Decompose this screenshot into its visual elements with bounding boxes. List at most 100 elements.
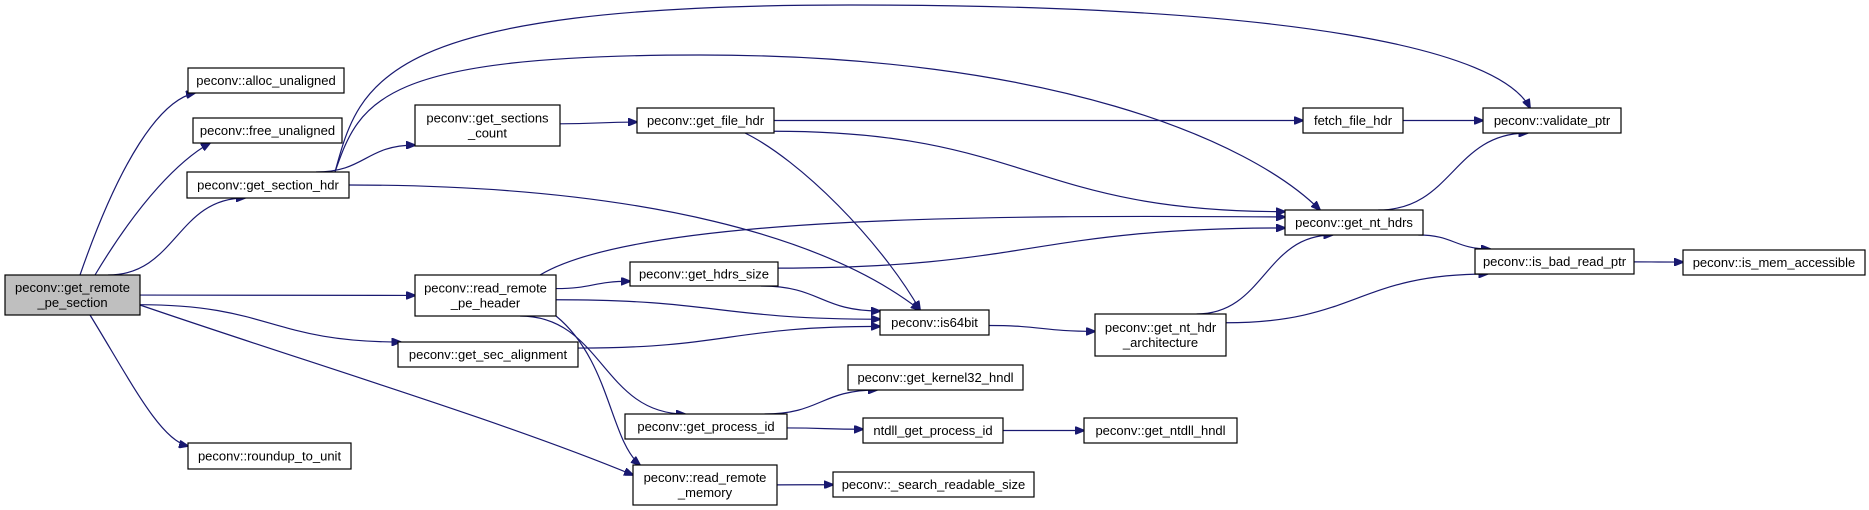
edge-ntarch-to-badread	[1225, 274, 1487, 324]
node-ntdllpid[interactable]: ntdll_get_process_id	[862, 417, 1004, 444]
node-ntdllhndl[interactable]: peconv::get_ntdll_hndl	[1083, 417, 1238, 444]
edge-nthdrs-to-badread	[1418, 234, 1490, 249]
node-label: _pe_header	[450, 296, 521, 311]
node-box[interactable]	[636, 107, 775, 134]
node-fetch[interactable]: fetch_file_hdr	[1302, 107, 1404, 134]
node-label: peconv::read_remote	[424, 281, 547, 296]
node-root[interactable]: peconv::get_remote_pe_section	[4, 274, 141, 316]
edge-root-to-readmem	[139, 304, 633, 475]
node-label: peconv::is_bad_read_ptr	[1483, 254, 1627, 269]
node-is64[interactable]: peconv::is64bit	[879, 309, 990, 336]
node-box[interactable]	[879, 309, 990, 336]
node-label: peconv::get_sections	[426, 111, 549, 126]
node-box[interactable]	[632, 464, 778, 506]
node-box[interactable]	[4, 274, 141, 316]
node-box[interactable]	[624, 413, 788, 440]
edge-ntarch-to-nthdrs	[1196, 235, 1333, 315]
node-label: _memory	[677, 485, 733, 500]
edge-seccount-to-filehdr	[559, 122, 637, 124]
node-label: peconv::get_remote	[15, 280, 130, 295]
node-alloc[interactable]: peconv::alloc_unaligned	[187, 67, 345, 94]
node-label: peconv::get_process_id	[637, 419, 774, 434]
node-procid[interactable]: peconv::get_process_id	[624, 413, 788, 440]
node-label: _pe_section	[36, 295, 107, 310]
node-kernel32[interactable]: peconv::get_kernel32_hndl	[847, 364, 1024, 391]
node-label: peconv::validate_ptr	[1494, 113, 1611, 128]
node-secalign[interactable]: peconv::get_sec_alignment	[397, 341, 579, 368]
node-label: peconv::roundup_to_unit	[198, 449, 342, 464]
edge-filehdr-to-is64	[744, 132, 920, 310]
node-box[interactable]	[1083, 417, 1238, 444]
node-box[interactable]	[397, 341, 579, 368]
node-label: ntdll_get_process_id	[873, 423, 992, 438]
edge-readhdr-to-nthdrs	[539, 216, 1285, 276]
node-validate[interactable]: peconv::validate_ptr	[1482, 107, 1622, 134]
node-badread[interactable]: peconv::is_bad_read_ptr	[1474, 248, 1635, 275]
edge-sechdr-to-nthdrs	[334, 54, 1320, 210]
edge-sechdr-to-validate	[334, 4, 1530, 173]
node-sechdr[interactable]: peconv::get_section_hdr	[186, 171, 350, 199]
node-label: peconv::get_nt_hdrs	[1295, 215, 1413, 230]
edge-sechdr-to-seccount	[315, 145, 415, 173]
node-label: _architecture	[1122, 335, 1198, 350]
node-nthdrs[interactable]: peconv::get_nt_hdrs	[1284, 209, 1424, 236]
node-label: peconv::is64bit	[891, 315, 978, 330]
node-filehdr[interactable]: peconv::get_file_hdr	[636, 107, 775, 134]
edge-secalign-to-is64	[577, 326, 880, 349]
edge-root-to-roundup	[89, 314, 188, 446]
node-box[interactable]	[862, 417, 1004, 444]
edge-hdrssize-to-is64	[761, 285, 880, 311]
edge-root-to-secalign	[139, 304, 401, 342]
node-label: peconv::get_kernel32_hndl	[857, 370, 1013, 385]
node-seccount[interactable]: peconv::get_sections_count	[414, 104, 561, 147]
node-box[interactable]	[192, 117, 343, 144]
node-box[interactable]	[414, 274, 557, 317]
edges-layer	[79, 4, 1683, 485]
node-memacc[interactable]: peconv::is_mem_accessible	[1682, 249, 1866, 276]
edge-hdrssize-to-nthdrs	[777, 228, 1285, 269]
node-label: peconv::_search_readable_size	[842, 477, 1026, 492]
node-free[interactable]: peconv::free_unaligned	[192, 117, 343, 144]
node-box[interactable]	[629, 261, 779, 287]
node-box[interactable]	[1302, 107, 1404, 134]
node-box[interactable]	[1284, 209, 1424, 236]
node-ntarch[interactable]: peconv::get_nt_hdr_architecture	[1094, 313, 1227, 357]
node-box[interactable]	[1682, 249, 1866, 276]
node-readmem[interactable]: peconv::read_remote_memory	[632, 464, 778, 506]
edge-is64-to-ntarch	[988, 324, 1095, 332]
node-roundup[interactable]: peconv::roundup_to_unit	[187, 442, 352, 470]
node-box[interactable]	[186, 171, 350, 199]
node-label: peconv::is_mem_accessible	[1693, 255, 1856, 270]
edge-procid-to-ntdllpid	[786, 428, 863, 429]
node-box[interactable]	[187, 67, 345, 94]
edge-filehdr-to-nthdrs	[773, 130, 1285, 211]
edge-sechdr-to-is64	[348, 184, 920, 310]
edge-root-to-alloc	[79, 93, 195, 276]
edge-root-to-free	[94, 143, 210, 276]
node-label: peconv::get_nt_hdr	[1105, 320, 1217, 335]
node-label: peconv::free_unaligned	[200, 123, 335, 138]
node-box[interactable]	[1474, 248, 1635, 275]
node-box[interactable]	[847, 364, 1024, 391]
node-box[interactable]	[414, 104, 561, 147]
node-label: fetch_file_hdr	[1314, 113, 1393, 128]
node-label: _count	[467, 126, 507, 141]
edge-root-to-sechdr	[108, 198, 245, 276]
node-label: peconv::get_section_hdr	[197, 178, 339, 193]
node-box[interactable]	[1094, 313, 1227, 357]
node-label: peconv::read_remote	[644, 470, 767, 485]
node-box[interactable]	[1482, 107, 1622, 134]
node-searchsize[interactable]: peconv::_search_readable_size	[832, 471, 1035, 498]
node-label: peconv::get_ntdll_hndl	[1095, 423, 1225, 438]
edge-procid-to-kernel32	[764, 390, 877, 415]
edge-nthdrs-to-validate	[1378, 133, 1527, 211]
node-label: peconv::get_hdrs_size	[639, 267, 769, 282]
node-readhdr[interactable]: peconv::read_remote_pe_header	[414, 274, 557, 317]
node-box[interactable]	[187, 442, 352, 470]
node-label: peconv::alloc_unaligned	[196, 73, 336, 88]
edge-readhdr-to-procid	[520, 315, 685, 414]
node-hdrssize[interactable]: peconv::get_hdrs_size	[629, 261, 779, 287]
node-box[interactable]	[832, 471, 1035, 498]
edge-readhdr-to-readmem	[555, 315, 640, 465]
